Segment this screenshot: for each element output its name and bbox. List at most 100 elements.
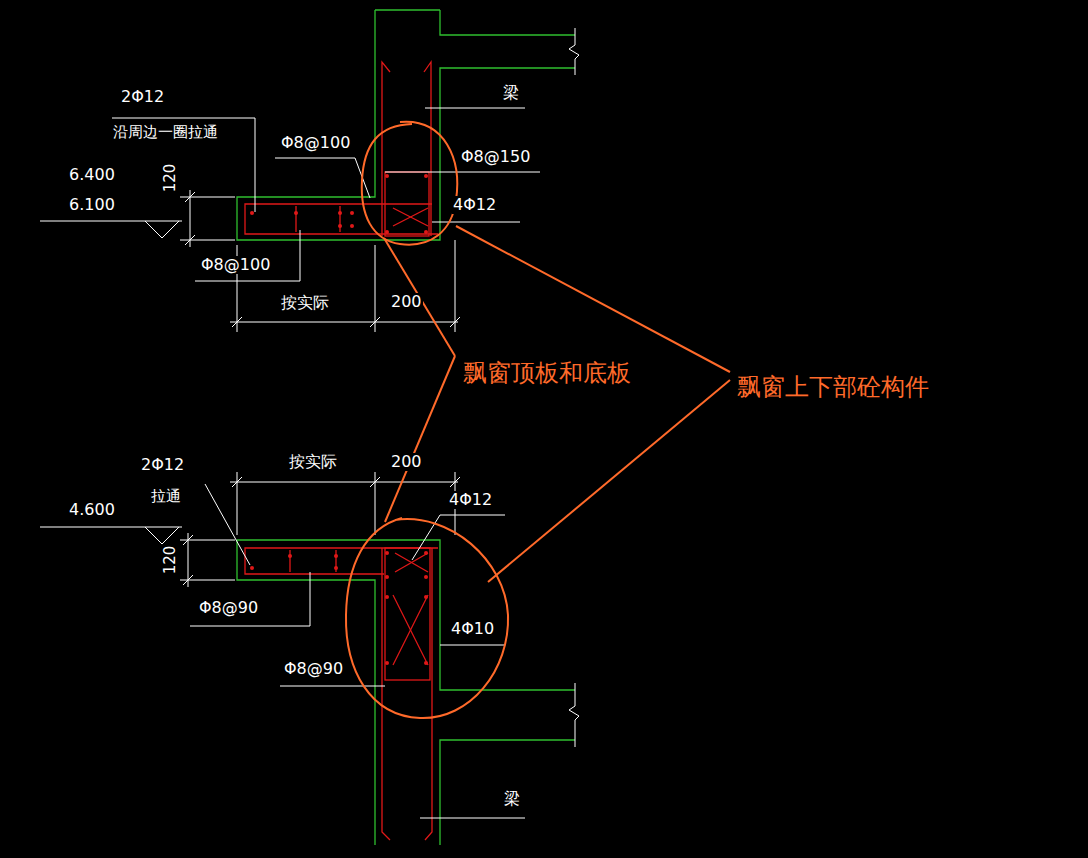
rebar-dot xyxy=(250,211,254,215)
leader-line xyxy=(275,158,370,198)
rebar-dot xyxy=(288,554,292,558)
rebar-label: Φ8@90 xyxy=(283,660,344,678)
member-label: 梁 xyxy=(502,84,520,102)
rebar xyxy=(382,548,390,840)
rebar-dot xyxy=(424,551,428,555)
member-label: 梁 xyxy=(503,790,521,808)
rebar-label: Φ8@100 xyxy=(280,134,351,152)
elevation-mark xyxy=(40,527,182,528)
elevation-mark xyxy=(145,527,179,544)
rebar-label: 4Φ12 xyxy=(452,196,497,214)
rebar-dot xyxy=(334,554,338,558)
elevation-mark xyxy=(40,221,182,222)
rebar-dot xyxy=(385,575,389,579)
leader-line xyxy=(195,230,300,281)
rebar xyxy=(385,548,430,680)
leader-line xyxy=(440,515,505,516)
break-mark xyxy=(569,28,579,747)
dimension-text: 200 xyxy=(390,453,423,471)
leader-line xyxy=(432,222,520,223)
rebar xyxy=(295,206,296,232)
rebar xyxy=(382,62,390,236)
rebar-label: Φ8@100 xyxy=(200,256,271,274)
rebar-label: Φ8@150 xyxy=(460,148,531,166)
rebar-dot xyxy=(385,661,389,665)
break-mark xyxy=(569,683,579,747)
elevation-text: 6.400 xyxy=(68,166,116,184)
dimension-line xyxy=(230,322,458,323)
note-text: 拉通 xyxy=(150,488,182,505)
dimension-line xyxy=(232,317,242,327)
dimension-line xyxy=(190,190,191,247)
elevation-text: 6.100 xyxy=(68,196,116,214)
dimension-line xyxy=(188,533,189,587)
rebar xyxy=(393,208,428,226)
concrete-outline xyxy=(440,740,575,845)
rebar xyxy=(425,548,432,840)
dimension-line xyxy=(183,535,193,545)
dimension-line xyxy=(183,575,193,585)
rebar xyxy=(289,550,290,572)
rebar-label: 2Φ12 xyxy=(120,88,165,106)
dimension-line xyxy=(230,482,458,483)
leader-line xyxy=(440,645,505,646)
dimension-text: 按实际 xyxy=(288,453,338,471)
rebar-dot xyxy=(338,224,342,228)
break-mark xyxy=(569,28,579,75)
rebar-dot xyxy=(424,230,428,234)
dimension-line xyxy=(455,240,456,332)
dimension-text: 按实际 xyxy=(280,294,330,312)
rebar-dot xyxy=(250,174,428,665)
rebar xyxy=(395,553,428,572)
annotation-text: 飘窗上下部砼构件 xyxy=(736,374,930,400)
annotation-mark xyxy=(362,122,457,245)
rebar-dot xyxy=(424,595,428,599)
dimension-line xyxy=(370,317,380,327)
rebar-dot xyxy=(250,566,254,570)
dimension-text: 120 xyxy=(162,545,179,576)
rebar-dot xyxy=(350,224,354,228)
elevation-text: 4.600 xyxy=(68,501,116,519)
rebar-dot xyxy=(424,661,428,665)
leader-line xyxy=(420,818,525,819)
leader-line xyxy=(280,686,385,687)
rebar xyxy=(339,206,340,232)
rebar-label: 4Φ10 xyxy=(450,620,495,638)
rebar-dot xyxy=(385,595,389,599)
rebar xyxy=(393,595,428,665)
dimension-line xyxy=(185,235,195,245)
dimension-line xyxy=(232,477,242,487)
rebar-dot xyxy=(294,211,298,215)
rebar xyxy=(395,553,428,572)
dimension-line xyxy=(450,477,460,487)
leader-line xyxy=(112,118,255,212)
elevation-mark xyxy=(145,221,179,238)
rebar-label: Φ8@90 xyxy=(198,599,259,617)
leader-line xyxy=(112,108,540,818)
dimension-line xyxy=(375,245,376,332)
dimension-line xyxy=(370,477,380,487)
dimension-line xyxy=(185,192,195,202)
leader-line xyxy=(385,172,540,173)
rebar-dot xyxy=(334,566,338,570)
dimension-line xyxy=(180,190,460,587)
annotation-text: 飘窗顶板和底板 xyxy=(462,360,632,386)
note-text: 沿周边一圈拉通 xyxy=(112,124,219,141)
dimension-text: 200 xyxy=(390,293,423,311)
rebar-dot xyxy=(424,174,428,178)
concrete-outline xyxy=(375,9,440,10)
rebar-label: 2Φ12 xyxy=(140,456,185,474)
concrete-outline xyxy=(237,540,575,845)
rebar-dot xyxy=(385,551,389,555)
rebar-dot xyxy=(350,211,354,215)
dimension-line xyxy=(180,197,235,198)
elevation-mark xyxy=(40,221,182,544)
dimension-line xyxy=(450,317,460,327)
rebar-dot xyxy=(424,575,428,579)
annotation-mark xyxy=(346,122,730,718)
annotation-mark xyxy=(346,518,508,718)
rebar xyxy=(393,595,428,665)
rebar-dot xyxy=(338,211,342,215)
annotation-mark xyxy=(456,226,730,372)
rebar xyxy=(245,548,438,574)
